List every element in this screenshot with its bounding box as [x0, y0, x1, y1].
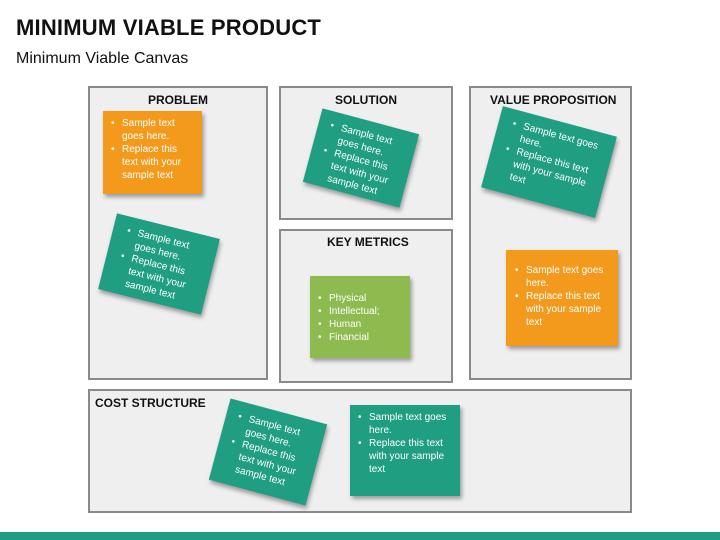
note-list: Sample text goes here. Replace this text… [515, 264, 610, 329]
note-list: Physical Intellectual; Human Financial [318, 292, 402, 344]
metrics-note-1[interactable]: Physical Intellectual; Human Financial [310, 276, 410, 358]
cost-structure-label: COST STRUCTURE [95, 396, 206, 410]
note-item: Replace this text with your sample text [515, 290, 610, 329]
note-item: Intellectual; [318, 305, 402, 318]
problem-label: PROBLEM [148, 93, 208, 107]
note-list: Sample text goes here. Replace this text… [498, 118, 608, 206]
note-item: Human [318, 318, 402, 331]
note-list: Sample text goes here. Replace this text… [111, 117, 194, 182]
cost-note-2[interactable]: Sample text goes here. Replace this text… [350, 405, 460, 496]
note-list: Sample text goes here. Replace this text… [358, 411, 452, 476]
note-item: Sample text goes here. [515, 264, 610, 290]
solution-label: SOLUTION [335, 93, 397, 107]
key-metrics-label: KEY METRICS [327, 235, 409, 249]
note-item: Replace this text with your sample text [111, 143, 194, 182]
note-item: Physical [318, 292, 402, 305]
value-note-2[interactable]: Sample text goes here. Replace this text… [506, 250, 618, 346]
note-item: Sample text goes here. [358, 411, 452, 437]
page-title: MINIMUM VIABLE PRODUCT [16, 15, 322, 40]
note-list: Sample text goes here. Replace this text… [223, 410, 317, 493]
value-proposition-label: VALUE PROPOSITION [490, 93, 617, 107]
problem-note-1[interactable]: Sample text goes here. Replace this text… [103, 111, 202, 194]
note-item: Replace this text with your sample text [358, 437, 452, 476]
page-subtitle: Minimum Viable Canvas [16, 50, 189, 67]
note-list: Sample text goes here. Replace this text… [113, 224, 210, 307]
note-item: Financial [318, 331, 402, 344]
bottom-accent-bar [0, 532, 720, 540]
note-item: Sample text goes here. [111, 117, 194, 143]
